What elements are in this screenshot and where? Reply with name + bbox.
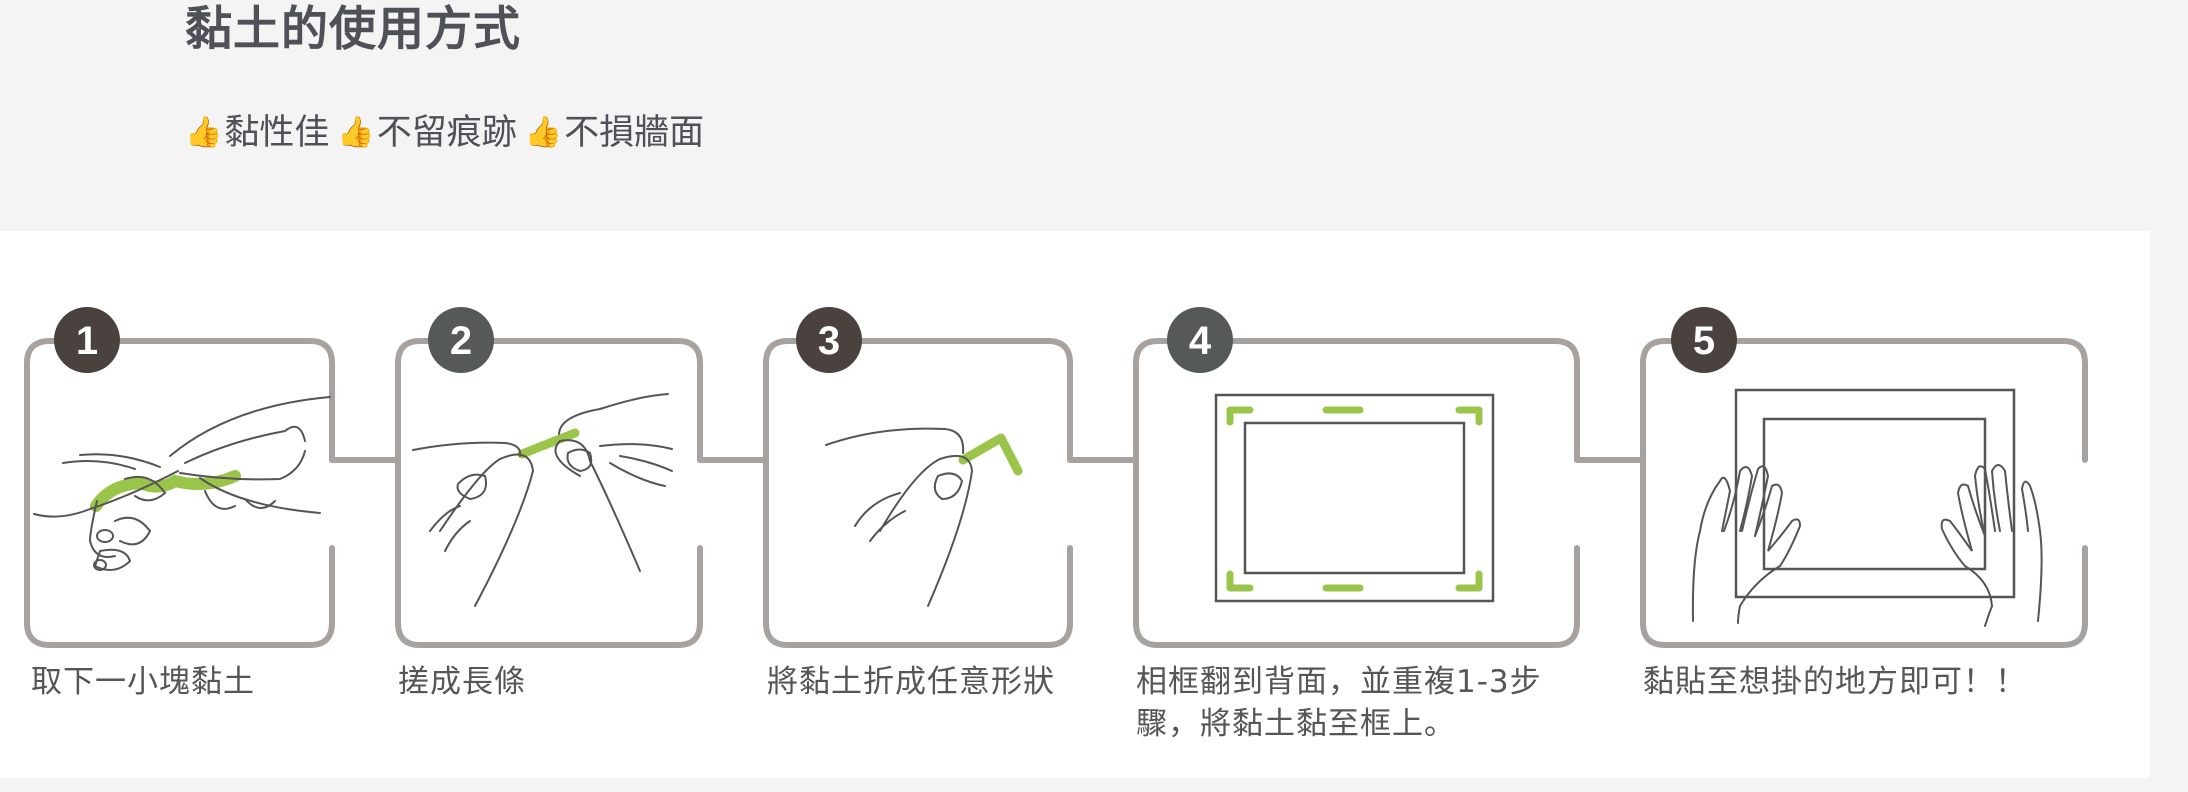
feature-label: 不損牆面	[564, 113, 705, 153]
step-badge-1: 1	[54, 307, 120, 373]
step-box-2-top	[395, 338, 703, 463]
feature-item: 👍 不損牆面	[525, 108, 704, 158]
svg-text:5: 5	[1693, 319, 1715, 363]
step-box-1	[24, 338, 335, 648]
thumbs-up-icon: 👍	[337, 115, 375, 150]
hands-pinching-clay-icon	[33, 396, 331, 571]
thumbs-up-icon: 👍	[524, 115, 563, 150]
step-caption-3: 將黏土折成任意形狀	[767, 664, 1055, 700]
finger-bending-clay-icon	[825, 427, 1023, 607]
thumbs-up-icon: 👍	[185, 115, 223, 150]
feature-item: 👍 不留痕跡	[337, 108, 516, 158]
feature-item: 👍 黏性佳	[185, 108, 329, 158]
step-caption-2: 搓成長條	[398, 664, 526, 700]
step-badge-3: 3	[796, 307, 862, 373]
svg-text:4: 4	[1189, 319, 1212, 363]
step-badge-4: 4	[1167, 307, 1233, 373]
page-title: 黏土的使用方式	[185, 2, 521, 57]
svg-text:3: 3	[818, 319, 840, 363]
step-box-2-bottom	[395, 457, 703, 648]
step-caption-4-line-2: 驟，將黏土黏至框上。	[1136, 706, 1456, 742]
feature-list: 👍 黏性佳 👍 不留痕跡 👍 不損牆面	[185, 108, 712, 158]
svg-text:2: 2	[450, 319, 472, 363]
steps-diagram: 1 2 3 4 5	[24, 307, 2088, 648]
fingers-rolling-clay-icon	[412, 393, 673, 607]
hands-pressing-frame-icon	[1691, 388, 2043, 627]
step-caption-1: 取下一小塊黏土	[31, 664, 255, 700]
step-caption-5: 黏貼至想掛的地方即可！！	[1643, 664, 2027, 700]
svg-text:1: 1	[76, 319, 98, 363]
feature-label: 不留痕跡	[376, 113, 517, 153]
step-caption-4-line-1: 相框翻到背面，並重複1-3步	[1136, 664, 1542, 700]
step-caption-4: 相框翻到背面，並重複1-3步 驟，將黏土黏至框上。	[1136, 661, 1542, 745]
clay-marks	[1226, 406, 1483, 592]
feature-label: 黏性佳	[224, 113, 330, 153]
step-badge-5: 5	[1671, 307, 1737, 373]
step-badge-2: 2	[428, 307, 494, 373]
frame-back-with-clay-icon	[1214, 393, 1495, 603]
instructions-panel: 1 2 3 4 5	[0, 231, 2150, 778]
step-boxes	[24, 338, 2088, 648]
